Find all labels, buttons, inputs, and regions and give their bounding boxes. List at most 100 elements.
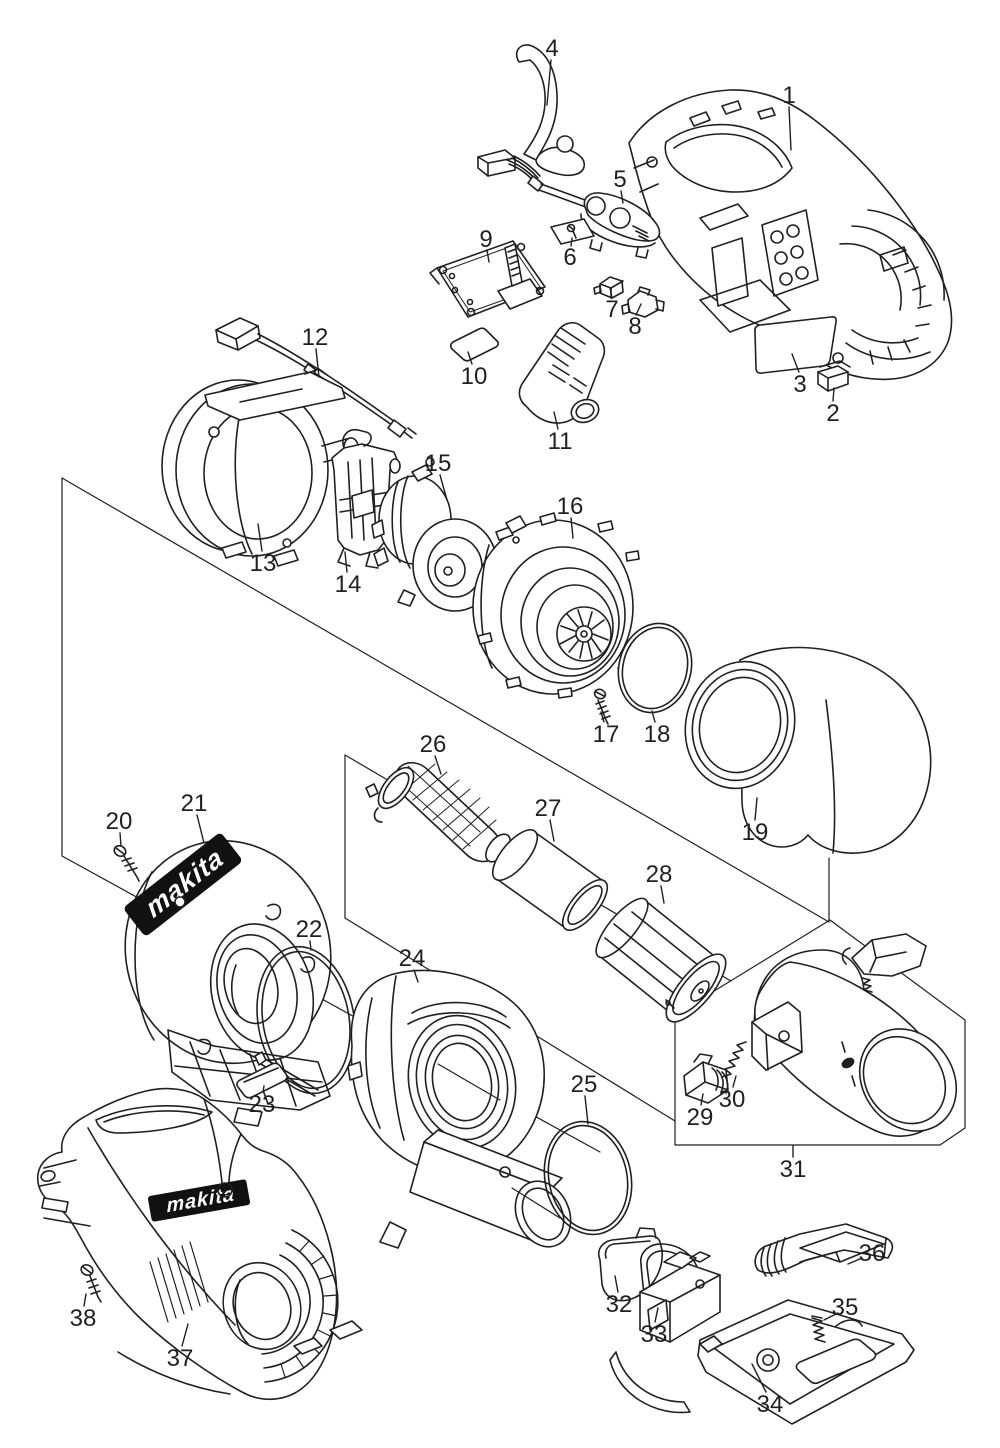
part-label-26: 26 [420, 731, 447, 758]
leader-line-32 [614, 1275, 619, 1293]
part-22-bail-wire [254, 945, 356, 1097]
leader-line-33 [654, 1307, 659, 1323]
part-24-front-housing [347, 969, 572, 1249]
leader-line-29 [700, 1093, 704, 1106]
part-37-housing-assembly: makita [36, 1087, 363, 1401]
leader-line-28 [660, 885, 665, 904]
part-label-17: 17 [593, 721, 620, 748]
part-label-27: 27 [535, 795, 562, 822]
part-21-motor-cover: makita [124, 833, 332, 1127]
capsule-box [674, 919, 966, 1146]
part-label-8: 8 [628, 313, 641, 340]
part-27-foam-sleeve [491, 829, 609, 931]
part-29-latch-button [683, 1053, 729, 1104]
part-32-flap [597, 1227, 663, 1302]
part-3-sticker [754, 316, 837, 374]
leader-line-24 [413, 969, 419, 983]
part-label-9: 9 [479, 226, 492, 253]
leader-line-17 [600, 711, 605, 723]
part-label-4: 4 [545, 35, 558, 62]
part-label-24: 24 [399, 945, 426, 972]
part-4-strap [515, 44, 586, 177]
leader-line-21 [196, 814, 205, 844]
leader-line-4 [546, 59, 552, 106]
leader-line-9 [486, 249, 490, 263]
part-8-switch [621, 286, 665, 318]
leader-line-5 [620, 190, 624, 204]
part-19-sponge-cup [684, 646, 932, 854]
part-label-30: 30 [719, 1086, 746, 1113]
part-11-duct [518, 322, 606, 424]
part-label-18: 18 [644, 721, 671, 748]
leader-line-25 [584, 1095, 589, 1125]
leader-line-16 [570, 517, 574, 539]
leader-line-26 [434, 755, 442, 775]
part-2-cap [817, 360, 851, 392]
part-label-25: 25 [571, 1071, 598, 1098]
leader-line-38 [83, 1293, 87, 1307]
leader-line-10 [467, 351, 473, 365]
leader-line-3 [791, 353, 800, 373]
leader-line-6 [570, 237, 573, 247]
part-34-lock-housing [609, 1251, 915, 1425]
part-7-switch [593, 276, 624, 299]
part-9-controller [429, 240, 546, 318]
part-label-38: 38 [70, 1305, 97, 1332]
part-label-2: 2 [826, 400, 839, 427]
part-35-spring [811, 1315, 826, 1343]
leader-line-19 [754, 797, 758, 821]
part-label-3: 3 [793, 371, 806, 398]
leader-line-2 [832, 387, 835, 402]
part-label-11: 11 [548, 428, 573, 455]
leader-line-18 [651, 710, 656, 723]
part-label-14: 14 [335, 571, 362, 598]
leader-line-11 [553, 411, 559, 430]
part-16-fan-housing [472, 512, 640, 699]
part-17-screw [593, 688, 611, 725]
part-label-29: 29 [687, 1104, 714, 1131]
leader-line-23 [262, 1085, 265, 1093]
part-13-housing-ring [161, 368, 359, 567]
part-5-switch-assembly [477, 149, 661, 259]
part-20-screw [113, 844, 140, 882]
part-label-19: 19 [742, 819, 769, 846]
part-38-screw [80, 1264, 102, 1303]
leader-line-8 [635, 303, 642, 316]
part-label-36: 36 [859, 1240, 886, 1267]
part-23-pad [236, 1062, 288, 1099]
leader-line-12 [315, 348, 320, 378]
leader-line-14 [344, 551, 348, 573]
part-label-31: 31 [780, 1156, 807, 1183]
part-1-rear-housing [628, 89, 953, 381]
part-label-28: 28 [646, 861, 673, 888]
leader-line-15 [439, 474, 448, 501]
part-30-spring [721, 1041, 747, 1078]
leader-line-30 [732, 1075, 737, 1088]
part-label-15: 15 [425, 450, 452, 477]
leader-line-35 [823, 1312, 839, 1321]
part-6-plate [550, 218, 595, 245]
part-10-sheet [449, 327, 500, 362]
part-label-32: 32 [606, 1291, 633, 1318]
part-label-7: 7 [605, 296, 618, 323]
part-31-capsule [751, 933, 958, 1137]
part-label-12: 12 [302, 324, 329, 351]
part-label-35: 35 [832, 1294, 859, 1321]
leader-line-7 [609, 287, 613, 299]
part-18-felt [617, 622, 693, 714]
part-label-6: 6 [563, 244, 576, 271]
part-label-5: 5 [613, 166, 626, 193]
leader-line-13 [257, 523, 263, 552]
leader-line-1 [788, 106, 792, 151]
part-label-33: 33 [641, 1321, 668, 1348]
leader-line-27 [549, 819, 555, 842]
leader-line-36 [847, 1257, 863, 1265]
leader-line-20 [119, 832, 122, 847]
part-label-37: 37 [167, 1345, 194, 1372]
part-label-1: 1 [782, 82, 795, 109]
part-label-22: 22 [296, 916, 323, 943]
leader-line-34 [751, 1363, 767, 1393]
part-label-10: 10 [461, 363, 488, 390]
